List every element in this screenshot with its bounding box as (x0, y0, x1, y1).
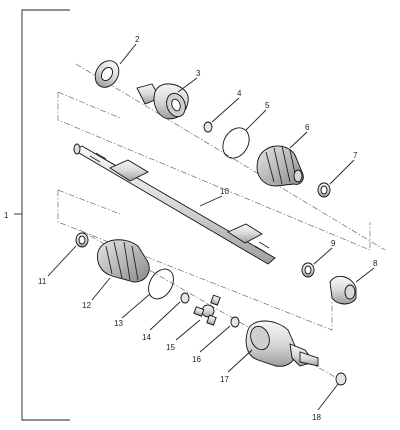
thrust-washer (94, 60, 120, 88)
inner-boot (97, 239, 150, 283)
inner-bearing (329, 275, 357, 305)
circlip-16 (230, 316, 240, 328)
outer-cv-joint (136, 83, 189, 120)
drive-shaft (73, 143, 276, 265)
callout-7: 7 (353, 151, 358, 160)
callout-8: 8 (373, 259, 378, 268)
circlip-18 (335, 372, 347, 386)
large-clamp-13 (148, 268, 174, 300)
tripod-spider (193, 294, 221, 326)
outer-boot (256, 145, 304, 187)
dashed-axis-lines (57, 63, 386, 381)
callout-2: 2 (135, 35, 140, 44)
callout-1: 1 (4, 211, 9, 220)
callout-11: 11 (38, 277, 47, 286)
circlip-4 (203, 121, 213, 133)
assembly-bracket (14, 9, 70, 421)
callout-14: 14 (142, 333, 151, 342)
circlip-9 (301, 262, 315, 278)
small-clamp-11 (75, 232, 89, 248)
callout-16: 16 (192, 355, 201, 364)
boot-clamp-5 (222, 127, 250, 159)
callout-3: 3 (196, 69, 201, 78)
callout-12: 12 (82, 301, 91, 310)
inner-cv-housing (245, 320, 319, 367)
callout-labels: 1 2 3 4 5 6 7 8 9 10 11 12 13 14 15 16 1… (4, 35, 378, 422)
callout-18: 18 (312, 413, 321, 422)
callout-17: 17 (220, 375, 229, 384)
callout-9: 9 (331, 239, 336, 248)
leader-lines (47, 43, 375, 411)
callout-10: 10 (220, 187, 229, 196)
callout-15: 15 (166, 343, 175, 352)
circlip-14 (180, 292, 190, 304)
callout-5: 5 (265, 101, 270, 110)
callout-13: 13 (114, 319, 123, 328)
callout-4: 4 (237, 89, 242, 98)
callout-6: 6 (305, 123, 310, 132)
small-clamp-7 (317, 182, 331, 198)
